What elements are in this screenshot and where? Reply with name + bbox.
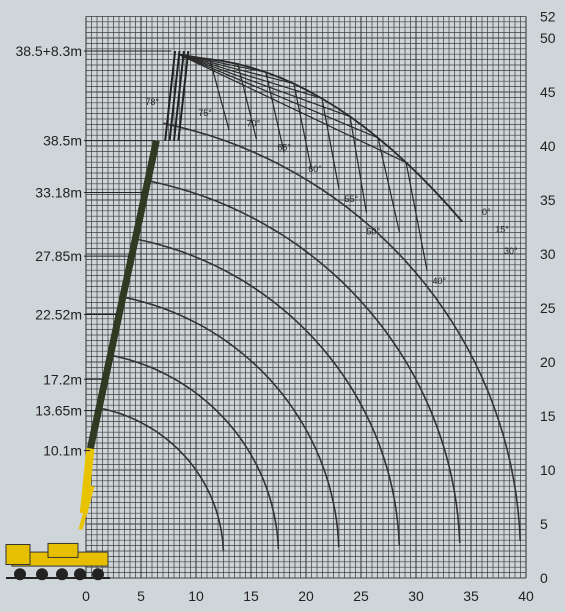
y-axis-tick-label: 15 <box>540 408 556 424</box>
jib-angle-label: 0° <box>482 207 491 217</box>
x-axis-tick-label: 0 <box>82 588 90 604</box>
y-axis-tick-label: 40 <box>540 138 556 154</box>
y-axis-tick-label: 35 <box>540 192 556 208</box>
grid <box>85 16 527 579</box>
jib-angle-label: 30° <box>504 246 518 256</box>
y-axis-tick-label: 52 <box>540 8 556 24</box>
jib-angle-label: 65° <box>277 142 291 152</box>
jib-lattice-line <box>178 53 407 164</box>
x-axis-tick-label: 20 <box>298 588 314 604</box>
y-axis-tick-label: 30 <box>540 246 556 262</box>
jib-lattice-line <box>377 137 401 233</box>
boom-length-label: 33.18m <box>35 184 82 200</box>
y-axis-tick-label: 45 <box>540 84 556 100</box>
x-axis-tick-label: 10 <box>188 588 204 604</box>
boom-length-label: 38.5m <box>43 133 82 149</box>
jib-lattice-line <box>405 162 428 271</box>
working-radius-arc <box>137 238 401 546</box>
jib-angle-label: 55° <box>345 194 359 204</box>
x-axis-labels: 0 5 10 15 20 25 30 35 40 <box>82 588 534 604</box>
jib-lattice-line <box>178 53 266 73</box>
x-axis-tick-label: 5 <box>137 588 145 604</box>
working-radius-arcs <box>101 122 521 552</box>
working-radius-arc <box>101 407 225 552</box>
crane-truck <box>5 542 110 581</box>
y-axis-tick-label: 50 <box>540 30 556 46</box>
jib-angle-label: 70° <box>247 119 261 129</box>
boom-length-label: 17.2m <box>43 371 82 387</box>
boom-length-label: 10.1m <box>43 443 82 459</box>
jib-lattice-line <box>178 53 295 85</box>
jib-angle-label: 75° <box>198 108 212 118</box>
jib-lattice-line <box>178 53 351 118</box>
jib-section <box>177 50 190 141</box>
jib-lattice-line <box>178 53 379 139</box>
truck-cab <box>5 544 31 566</box>
jib-lattice-line <box>293 83 313 170</box>
jib-lattice <box>164 50 463 271</box>
jib-lattice-line <box>321 98 340 190</box>
boom-lower-section <box>79 447 95 514</box>
jib-angle-label: 50° <box>367 227 381 237</box>
jib-section <box>164 50 177 141</box>
jib-angle-label: 78° <box>145 97 159 107</box>
luffing-cylinder <box>78 485 95 530</box>
jib-angle-labels: 0° 15° 30° 40° 50° 55° 60° 65° 70° 75° 78° <box>145 97 518 286</box>
jib-section <box>168 50 181 141</box>
boom <box>78 139 160 530</box>
x-axis-tick-label: 15 <box>243 588 259 604</box>
jib-angle-label: 15° <box>495 224 509 234</box>
y-axis-tick-label: 25 <box>540 300 556 316</box>
boom-length-label: 13.65m <box>35 403 82 419</box>
working-radius-arc <box>163 122 521 541</box>
jib-section <box>173 50 185 141</box>
y-axis-tick-label: 20 <box>540 354 556 370</box>
y-axis-tick-label: 5 <box>540 516 548 532</box>
x-axis-tick-label: 30 <box>408 588 424 604</box>
x-axis-tick-label: 35 <box>463 588 479 604</box>
y-axis-labels: 0 5 10 15 20 25 30 35 40 45 50 52 <box>540 8 556 586</box>
working-radius-arc <box>112 354 280 550</box>
boom-length-label: 38.5+8.3m <box>15 43 82 59</box>
jib-lattice-line <box>178 53 323 100</box>
boom-length-labels: 38.5+8.3m 38.5m 33.18m 27.85m 22.52m 17.2m 13.… <box>15 43 172 459</box>
boom-length-label: 22.52m <box>35 306 82 322</box>
jib-lattice-line <box>349 116 368 214</box>
working-radius-arc <box>125 296 340 548</box>
boom-length-label: 27.85m <box>35 248 82 264</box>
working-radius-arc <box>150 180 461 544</box>
jib-lattice-line <box>265 72 285 153</box>
y-axis-tick-label: 10 <box>540 462 556 478</box>
x-axis-tick-label: 25 <box>353 588 369 604</box>
boom-upper-section <box>86 139 160 450</box>
jib-angle-label: 40° <box>433 276 447 286</box>
jib-angle-label: 60° <box>308 164 322 174</box>
turntable <box>47 542 79 558</box>
y-axis-tick-label: 0 <box>540 570 548 586</box>
x-axis-tick-label: 40 <box>518 588 534 604</box>
